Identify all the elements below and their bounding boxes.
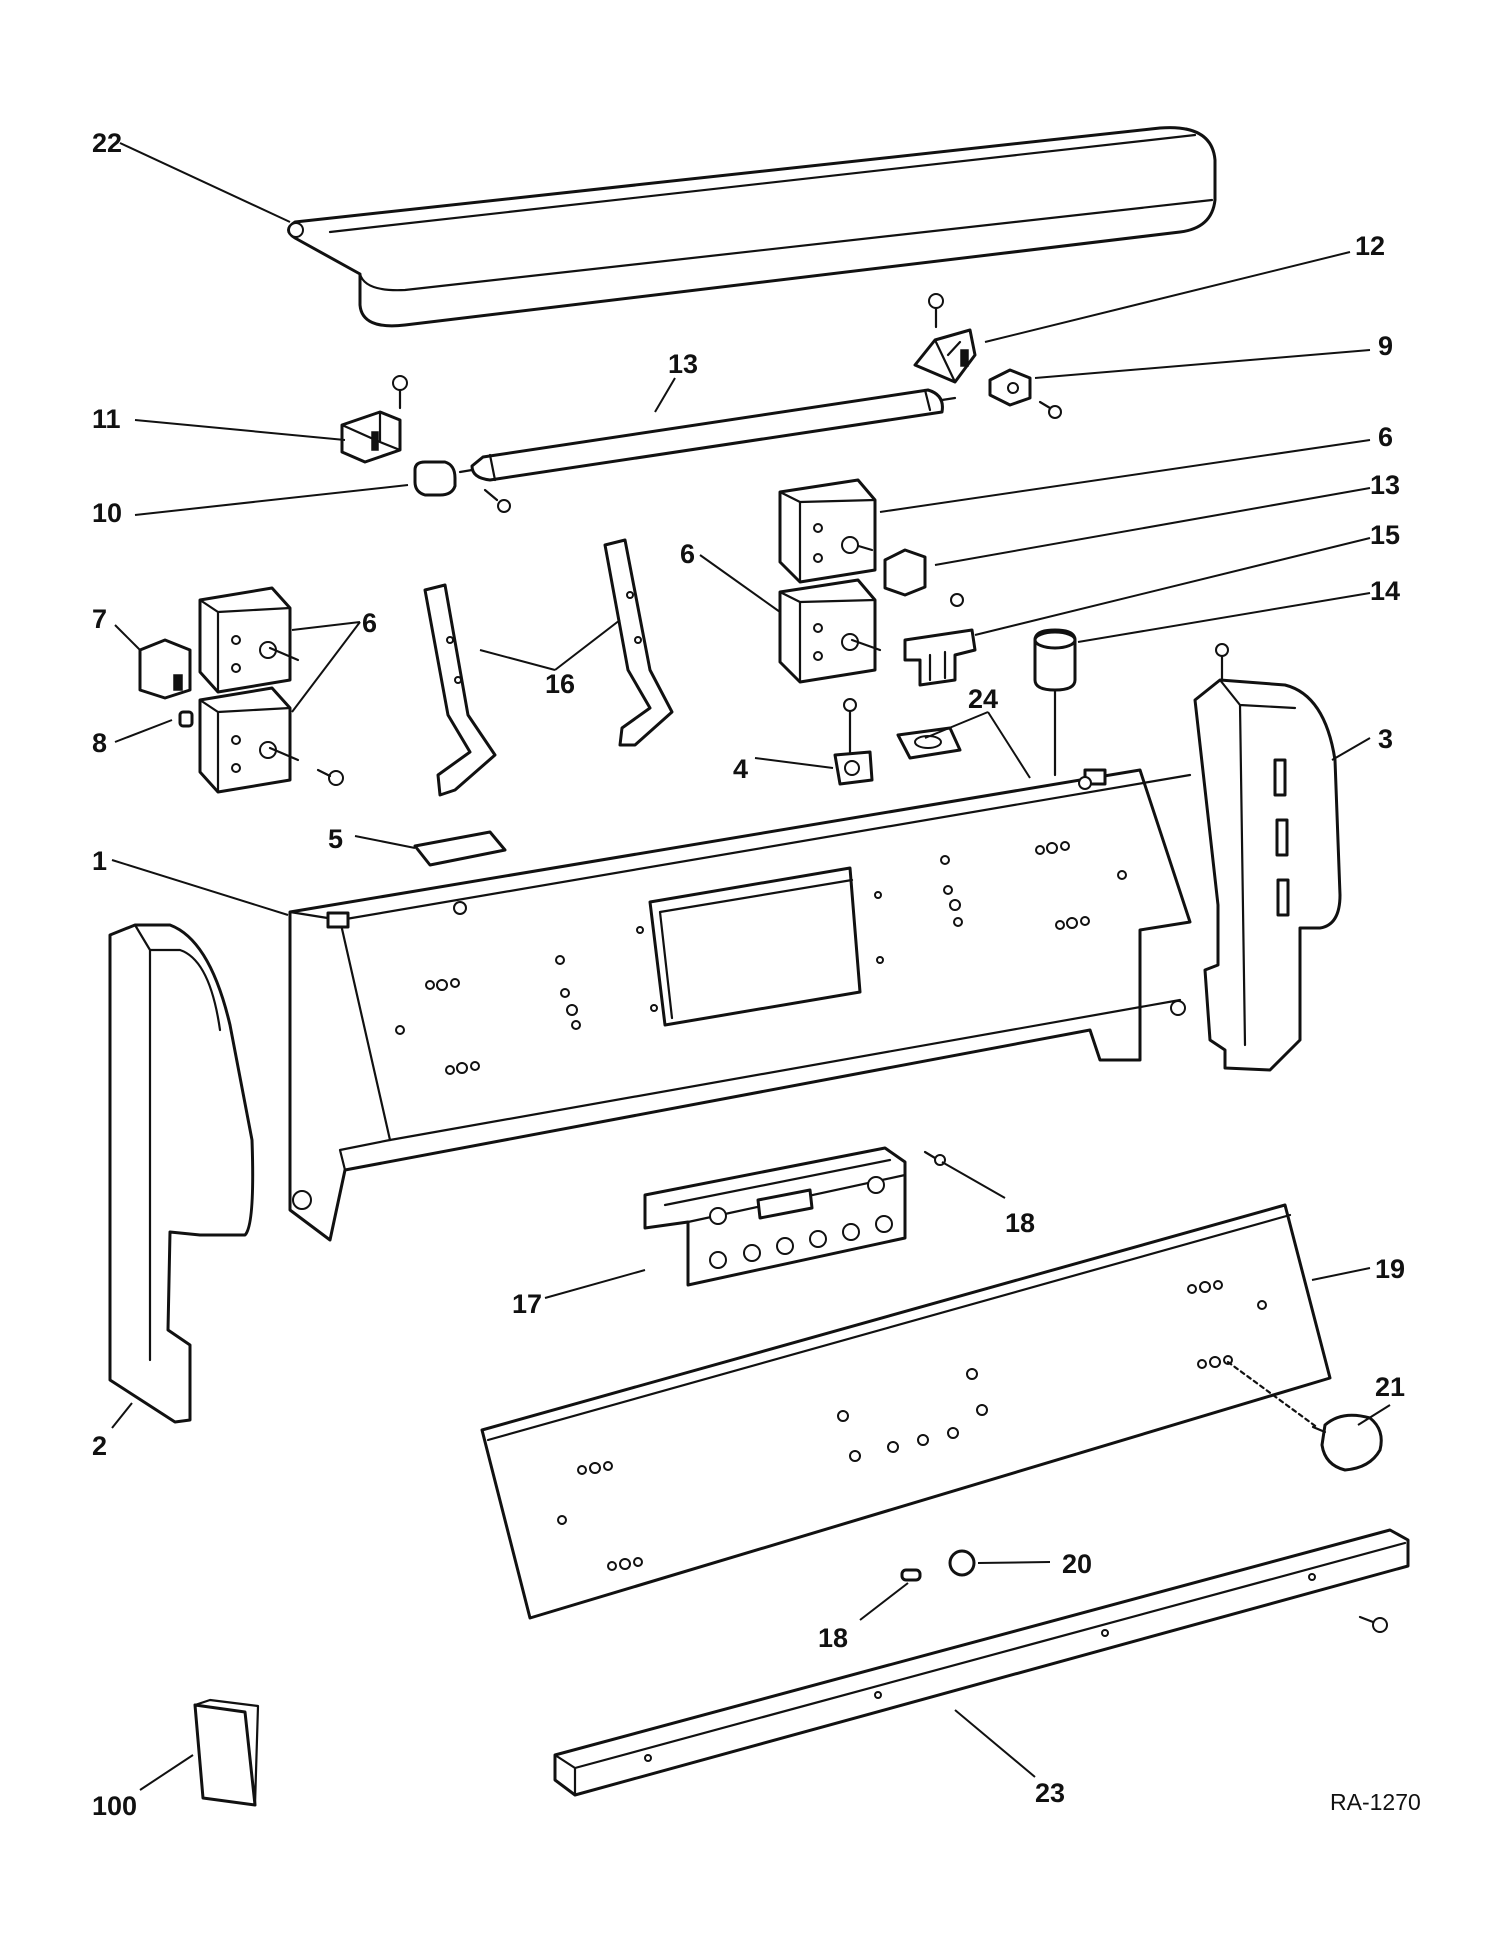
part-24-mount — [896, 726, 962, 760]
callout-8: 8 — [92, 728, 107, 758]
callout-5: 5 — [328, 824, 343, 854]
callout-17: 17 — [512, 1289, 542, 1319]
callout-12: 12 — [1355, 231, 1385, 261]
callout-21: 21 — [1375, 1372, 1405, 1402]
part-19-front-panel — [480, 1203, 1332, 1620]
part-6-switch-upper-right — [778, 478, 877, 584]
part-14-capacitor — [1033, 628, 1077, 777]
part-20-button — [948, 1549, 976, 1577]
front-panel-holes — [557, 1280, 1267, 1571]
callout-13: 13 — [1370, 470, 1400, 500]
part-9-block — [988, 368, 1062, 419]
part-1-control-panel-frame — [288, 768, 1192, 1242]
part-13-small-switch — [883, 548, 964, 607]
leader-lines — [111, 142, 1391, 1791]
callout-15: 15 — [1370, 520, 1400, 550]
callout-6: 6 — [362, 608, 377, 638]
callout-20: 20 — [1062, 1549, 1092, 1579]
callout-18: 18 — [1005, 1208, 1035, 1238]
part-6-switch-lower-right — [778, 578, 882, 684]
part-15-bracket — [903, 628, 977, 687]
callout-9: 9 — [1378, 331, 1393, 361]
callout-19: 19 — [1375, 1254, 1405, 1284]
part-7-switch — [138, 638, 192, 700]
part-18-pin — [900, 1568, 922, 1582]
part-3-right-end-cap — [1170, 643, 1342, 1072]
reference-code: RA-1270 — [1330, 1789, 1421, 1815]
callout-14: 14 — [1370, 576, 1400, 606]
callout-6: 6 — [1378, 422, 1393, 452]
callout-100: 100 — [92, 1791, 137, 1821]
part-2-left-end-cap — [108, 923, 255, 1424]
callout-1: 1 — [92, 846, 107, 876]
part-16-bracket-right — [603, 538, 674, 747]
callout-13: 13 — [668, 349, 698, 379]
callout-3: 3 — [1378, 724, 1393, 754]
part-22-trim-cap — [287, 126, 1217, 328]
part-6-switch-lower-left — [198, 686, 344, 794]
panel-holes — [395, 776, 1127, 1075]
part-17-control-module — [643, 1146, 946, 1287]
callout-2: 2 — [92, 1431, 107, 1461]
callout-11: 11 — [92, 404, 121, 434]
part-11-block — [340, 375, 408, 464]
callout-7: 7 — [92, 604, 107, 634]
callout-23: 23 — [1035, 1778, 1065, 1808]
callout-labels: 22 12 9 13 11 10 6 13 15 6 14 7 6 16 24 … — [92, 128, 1421, 1821]
part-16-bracket-left — [423, 583, 497, 797]
part-100-manual — [193, 1698, 260, 1807]
part-10-cap — [413, 460, 457, 497]
part-21-knob — [1226, 1360, 1383, 1472]
callout-6: 6 — [680, 539, 695, 569]
callout-24: 24 — [968, 684, 998, 714]
callout-18: 18 — [818, 1623, 848, 1653]
callout-4: 4 — [733, 754, 748, 784]
part-12-bracket — [913, 293, 977, 384]
part-4-fitting — [833, 698, 874, 786]
part-6-switch-upper-left — [198, 586, 300, 694]
part-8-pin — [178, 710, 194, 728]
callout-22: 22 — [92, 128, 122, 158]
part-5-plate — [413, 830, 507, 867]
part-13-rod — [458, 388, 957, 513]
part-23-rail — [553, 1528, 1410, 1797]
callout-10: 10 — [92, 498, 122, 528]
callout-16: 16 — [545, 669, 575, 699]
